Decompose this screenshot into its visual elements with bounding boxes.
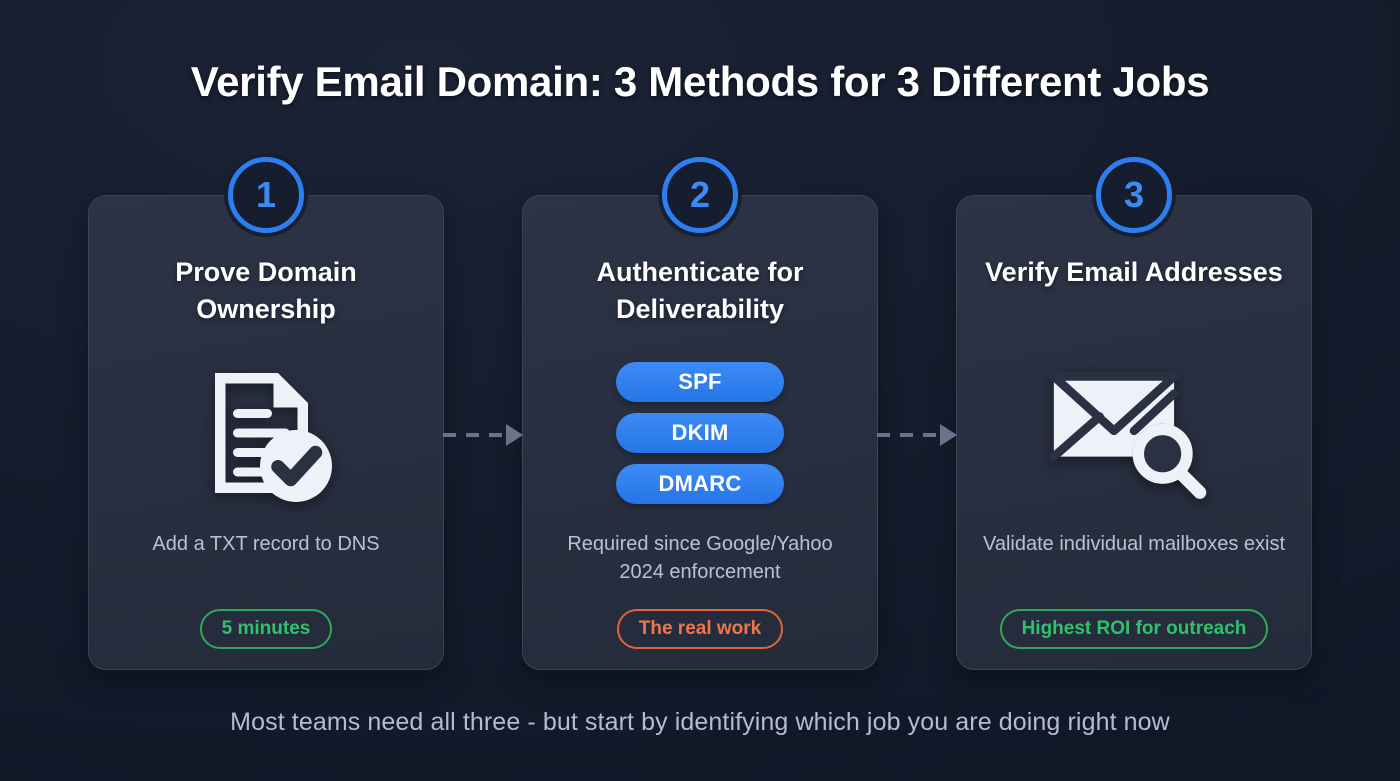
arrow-dashed-line <box>877 433 939 437</box>
step-description-1: Add a TXT record to DNS <box>152 533 380 555</box>
step-title-2: Authenticate for Deliverability <box>596 257 804 325</box>
step-description-3: Validate individual mailboxes exist <box>982 533 1285 555</box>
step-number-badge-3: 3 <box>1096 157 1172 233</box>
arrow-dashed-line <box>443 433 505 437</box>
step-description-2: Required since Google/Yahoo 2024 enforce… <box>567 533 833 583</box>
step-number-badge-2: 2 <box>662 157 738 233</box>
step-title-3: Verify Email Addresses <box>985 257 1283 287</box>
arrow-step2-to-step3 <box>877 424 957 446</box>
step-tag-2: The real work <box>616 609 784 649</box>
step-tag-3: Highest ROI for outreach <box>999 609 1269 649</box>
protocol-pill-dkim[interactable]: DKIM <box>616 412 784 453</box>
step-number-badge-1: 1 <box>228 157 304 233</box>
page-title: Verify Email Domain: 3 Methods for 3 Dif… <box>190 58 1210 105</box>
step-card-1[interactable]: 1 Prove Domain Ownership Add a TXT recor… <box>88 157 444 670</box>
arrow-head-icon <box>940 424 957 446</box>
protocol-pill-spf[interactable]: SPF <box>616 361 784 402</box>
step-tag-1: 5 minutes <box>199 609 333 649</box>
protocol-pill-dmarc[interactable]: DMARC <box>616 463 784 504</box>
step-icon-2: SPF DKIM DMARC <box>545 330 855 531</box>
arrow-head-icon <box>506 424 523 446</box>
arrow-step1-to-step2 <box>443 424 523 446</box>
step-icon-3 <box>979 330 1289 531</box>
envelope-search-icon <box>1049 371 1207 499</box>
step-card-3[interactable]: 3 Verify Email Addresses Validate indivi… <box>956 157 1312 670</box>
footer-note: Most teams need all three - but start by… <box>230 708 1170 736</box>
step-title-1: Prove Domain Ownership <box>175 257 357 325</box>
steps-row: 1 Prove Domain Ownership Add a TXT recor… <box>88 157 1312 670</box>
document-check-icon <box>215 372 332 502</box>
protocol-pill-stack: SPF DKIM DMARC <box>545 361 855 504</box>
step-card-2[interactable]: 2 Authenticate for Deliverability SPF DK… <box>522 157 878 670</box>
step-icon-1 <box>111 330 421 531</box>
